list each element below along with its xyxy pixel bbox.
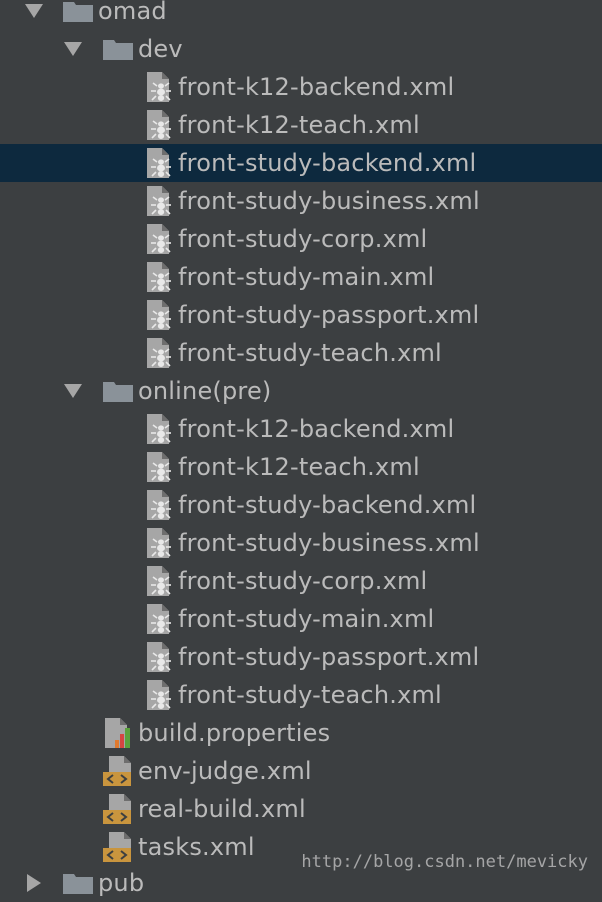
- tree-file-front-study-backend[interactable]: front-study-backend.xml: [0, 144, 602, 182]
- tree-node-label: front-k12-backend.xml: [178, 73, 455, 101]
- ant-build-file-icon: [147, 528, 171, 558]
- tree-node-label: front-study-passport.xml: [178, 301, 480, 329]
- ant-build-file-icon: [147, 186, 171, 216]
- tree-node-label: front-k12-teach.xml: [178, 453, 420, 481]
- tree-node-online-pre[interactable]: online(pre): [0, 372, 602, 410]
- xml-file-icon: [103, 832, 131, 862]
- tree-file-front-study-backend[interactable]: front-study-backend.xml: [0, 486, 602, 524]
- ant-build-file-icon: [147, 338, 171, 368]
- tree-file-front-study-business[interactable]: front-study-business.xml: [0, 182, 602, 220]
- tree-file-front-study-corp[interactable]: front-study-corp.xml: [0, 562, 602, 600]
- tree-node-label: front-k12-backend.xml: [178, 415, 455, 443]
- ant-build-file-icon: [147, 72, 171, 102]
- expand-arrow-icon[interactable]: [64, 42, 82, 56]
- ant-build-file-icon: [147, 490, 171, 520]
- ant-build-file-icon: [147, 262, 171, 292]
- tree-file-front-study-business[interactable]: front-study-business.xml: [0, 524, 602, 562]
- expand-arrow-icon[interactable]: [64, 384, 82, 398]
- tree-file-front-k12-backend[interactable]: front-k12-backend.xml: [0, 68, 602, 106]
- tree-file-front-study-main[interactable]: front-study-main.xml: [0, 600, 602, 638]
- tree-node-omad[interactable]: omad: [0, 0, 602, 30]
- watermark: http://blog.csdn.net/mevicky: [301, 852, 588, 872]
- tree-node-label: real-build.xml: [138, 795, 306, 823]
- tree-file-tasks[interactable]: tasks.xml: [0, 828, 602, 866]
- tree-node-label: front-study-backend.xml: [178, 491, 477, 519]
- xml-file-icon: [103, 794, 131, 824]
- tree-node-dev[interactable]: dev: [0, 30, 602, 68]
- tree-node-label: front-study-passport.xml: [178, 643, 480, 671]
- tree-file-build-properties[interactable]: build.properties: [0, 714, 602, 752]
- tree-node-label: dev: [138, 35, 183, 63]
- tree-node-label: front-study-teach.xml: [178, 339, 442, 367]
- properties-file-icon: [105, 718, 130, 748]
- tree-node-label: front-k12-teach.xml: [178, 111, 420, 139]
- tree-node-label: front-study-main.xml: [178, 605, 435, 633]
- tree-node-label: tasks.xml: [138, 833, 255, 861]
- ant-build-file-icon: [147, 680, 171, 710]
- tree-file-front-study-passport[interactable]: front-study-passport.xml: [0, 296, 602, 334]
- tree-file-front-k12-teach[interactable]: front-k12-teach.xml: [0, 448, 602, 486]
- ant-build-file-icon: [147, 414, 171, 444]
- tree-node-label: front-study-backend.xml: [178, 149, 477, 177]
- ant-build-file-icon: [147, 452, 171, 482]
- tree-node-label: front-study-main.xml: [178, 263, 435, 291]
- tree-node-label: front-study-corp.xml: [178, 225, 428, 253]
- tree-file-front-study-passport[interactable]: front-study-passport.xml: [0, 638, 602, 676]
- xml-file-icon: [103, 756, 131, 786]
- ant-build-file-icon: [147, 300, 171, 330]
- tree-file-front-study-teach[interactable]: front-study-teach.xml: [0, 334, 602, 372]
- tree-file-env-judge[interactable]: env-judge.xml: [0, 752, 602, 790]
- tree-file-front-study-corp[interactable]: front-study-corp.xml: [0, 220, 602, 258]
- tree-node-label: front-study-business.xml: [178, 187, 480, 215]
- tree-file-front-k12-teach[interactable]: front-k12-teach.xml: [0, 106, 602, 144]
- folder-icon: [63, 2, 93, 22]
- tree-node-label: pub: [98, 869, 145, 897]
- folder-icon: [103, 382, 133, 402]
- tree-node-label: front-study-teach.xml: [178, 681, 442, 709]
- tree-node-label: online(pre): [138, 377, 272, 405]
- tree-node-label: omad: [98, 0, 167, 25]
- ant-build-file-icon: [147, 110, 171, 140]
- ant-build-file-icon: [147, 642, 171, 672]
- folder-icon: [63, 874, 93, 894]
- tree-node-label: front-study-business.xml: [178, 529, 480, 557]
- ant-build-file-icon: [147, 566, 171, 596]
- tree-node-label: build.properties: [138, 719, 331, 747]
- tree-file-real-build[interactable]: real-build.xml: [0, 790, 602, 828]
- ant-build-file-icon: [147, 604, 171, 634]
- tree-file-front-k12-backend[interactable]: front-k12-backend.xml: [0, 410, 602, 448]
- ant-build-file-icon: [147, 148, 171, 178]
- expand-arrow-icon[interactable]: [27, 874, 41, 892]
- folder-icon: [103, 40, 133, 60]
- expand-arrow-icon[interactable]: [25, 4, 43, 18]
- ant-build-file-icon: [147, 224, 171, 254]
- tree-file-front-study-teach[interactable]: front-study-teach.xml: [0, 676, 602, 714]
- tree-node-label: front-study-corp.xml: [178, 567, 428, 595]
- tree-file-front-study-main[interactable]: front-study-main.xml: [0, 258, 602, 296]
- tree-node-label: env-judge.xml: [138, 757, 312, 785]
